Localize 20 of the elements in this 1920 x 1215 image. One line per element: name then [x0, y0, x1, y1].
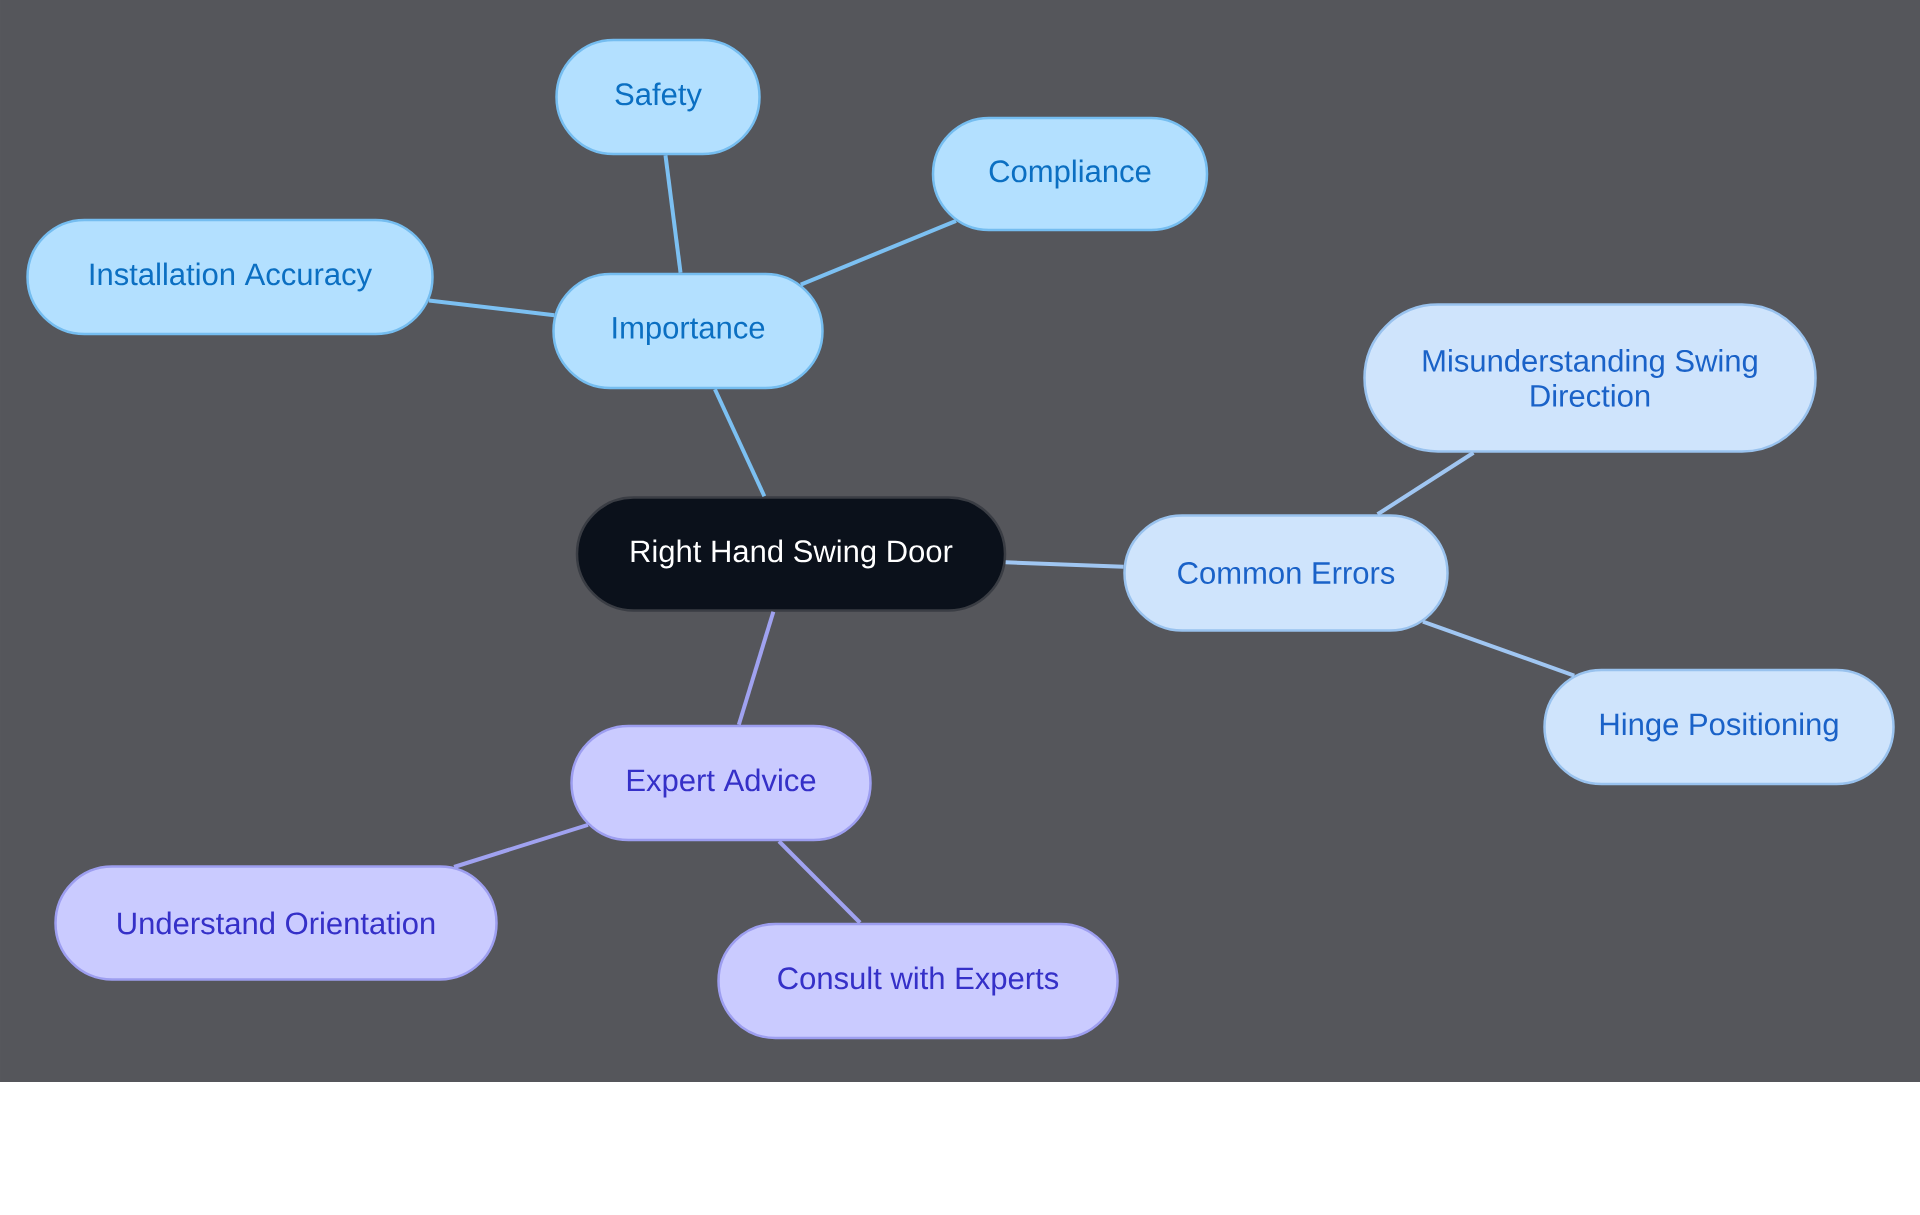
connector-line — [1422, 619, 1575, 678]
central-topic-box: Right Hand Swing Door — [575, 496, 1007, 612]
topic-box: Hinge Positioning — [1543, 668, 1895, 786]
topic-box: Expert Advice — [570, 724, 872, 842]
topic-box: Importance — [552, 272, 824, 390]
connector-line — [713, 388, 767, 498]
connector-line — [453, 822, 589, 869]
connector-line — [777, 839, 862, 925]
topic-box: Understand Orientation — [54, 865, 498, 981]
connector-line — [800, 218, 957, 287]
connector-line — [428, 298, 555, 318]
connector-line — [1376, 451, 1475, 516]
topic-box: Consult with Experts — [717, 922, 1119, 1040]
topic-box: Compliance — [931, 116, 1209, 232]
connector-line — [1005, 560, 1124, 569]
topic-box: Installation Accuracy — [26, 218, 434, 336]
topic-box: Misunderstanding Swing Direction — [1363, 303, 1817, 453]
connector-line — [736, 611, 776, 726]
connector-line — [663, 155, 683, 273]
topic-box: Common Errors — [1123, 514, 1449, 632]
